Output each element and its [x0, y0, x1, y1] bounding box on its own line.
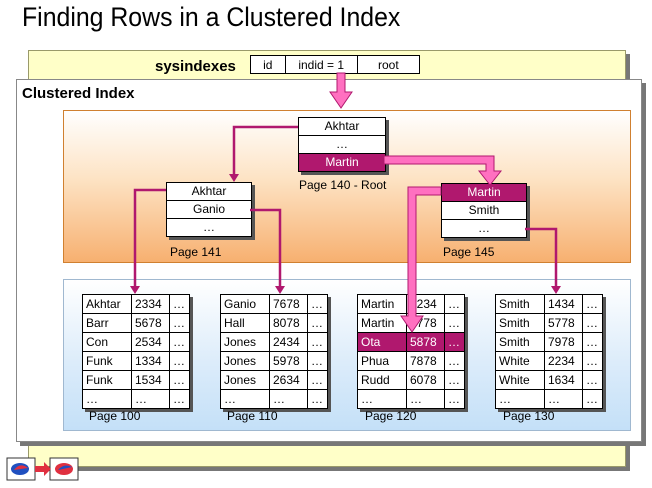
sysindexes-label: sysindexes: [155, 58, 236, 75]
node-141-row: Akhtar: [167, 183, 251, 201]
node-141-row: Ganio: [167, 201, 251, 219]
root-row: …: [299, 136, 385, 154]
pointer-arrow: [525, 227, 558, 288]
arrowhead: [229, 174, 239, 182]
arrowhead: [130, 286, 140, 294]
node-145-caption: Page 145: [443, 245, 495, 259]
leaf-110-caption: Page 110: [227, 409, 278, 423]
sysindexes-col-root: root: [378, 57, 399, 72]
root-node: Akhtar … Martin: [298, 117, 386, 172]
node-141: Akhtar Ganio …: [166, 182, 252, 237]
search-path-arrow: [383, 155, 503, 186]
leaf-120-caption: Page 120: [365, 409, 417, 423]
nav-logo-icon: [6, 457, 79, 481]
arrowhead: [275, 286, 285, 294]
arrowhead: [551, 286, 561, 294]
pointer-arrow: [250, 208, 282, 288]
leaf-row: ………: [83, 390, 189, 408]
pointer-arrow: [133, 188, 166, 288]
leaf-row: ………: [358, 390, 464, 408]
node-145: Martin Smith …: [441, 183, 527, 238]
node-145-row: …: [478, 221, 490, 235]
search-path-arrow: [329, 72, 353, 109]
sysindexes-table: id indid = 1 root: [250, 55, 420, 74]
root-caption: Page 140 - Root: [299, 178, 387, 192]
node-145-row-highlighted: Martin: [442, 184, 526, 202]
page-title: Finding Rows in a Clustered Index: [22, 2, 401, 32]
leaf-row: ………: [221, 390, 327, 408]
node-145-row: Smith: [442, 202, 526, 220]
node-141-row: …: [203, 220, 215, 234]
leaf-100-caption: Page 100: [89, 409, 141, 423]
node-141-caption: Page 141: [170, 245, 222, 259]
search-path-arrow: [400, 186, 442, 333]
clustered-index-label: Clustered Index: [22, 85, 135, 102]
root-row: Akhtar: [299, 118, 385, 136]
leaf-row: ………: [496, 390, 602, 408]
root-row-highlighted: Martin: [299, 154, 385, 171]
sysindexes-col-indid: indid = 1: [286, 56, 358, 73]
leaf-130-caption: Page 130: [503, 409, 555, 423]
pointer-arrow: [232, 125, 298, 176]
sysindexes-col-id: id: [251, 56, 286, 73]
